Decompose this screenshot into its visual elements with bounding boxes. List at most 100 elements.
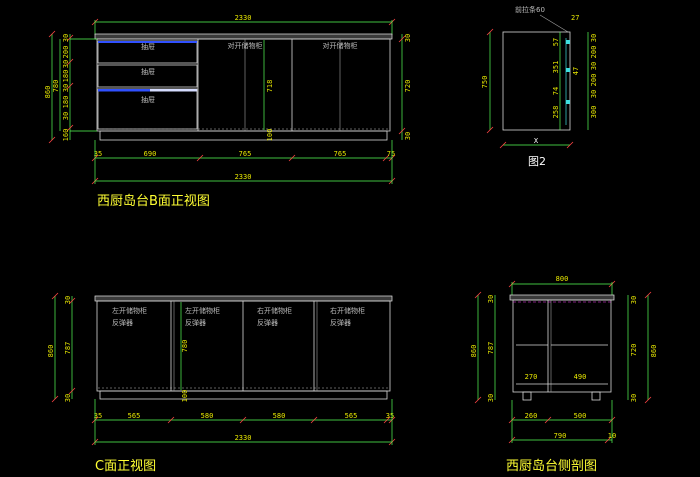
dim-side-right-inner-2: 30: [630, 394, 638, 402]
caption-fig2: 图2: [528, 155, 546, 168]
dim-b-bottom-2: 765: [239, 150, 252, 158]
dim-c-bottom-1: 565: [128, 412, 141, 420]
dim-b-left-inner-2: 30: [62, 60, 70, 68]
label-drawer-2: 抽屉: [141, 67, 155, 76]
view-side-section: 800 270 490 860 30 787 30 30 720 30 860: [470, 275, 658, 474]
dim-fig2-left: 750: [481, 76, 489, 89]
dim-side-bottom-extra: 10: [608, 432, 616, 440]
dim-b-left-mid: 780: [52, 80, 60, 93]
countertop-side: [509, 294, 615, 301]
dim-fig2-right-1: 200: [590, 46, 598, 59]
label-pull-strip: 前拉条60: [515, 5, 545, 14]
dim-fig2-inner-3: 74: [552, 87, 560, 95]
dim-b-top-total: 2330: [235, 14, 252, 22]
dim-c-left-outer: 860: [47, 345, 55, 358]
dim-b-right-1: 720: [404, 80, 412, 93]
label-c-reverse-4: 反弹器: [330, 318, 351, 327]
label-c-right-open-2: 右开储物柜: [330, 306, 365, 315]
label-open-cabinet-2: 对开储物柜: [323, 41, 358, 50]
dim-fig2-width: X: [534, 137, 539, 145]
dim-fig2-top: 27: [571, 14, 579, 22]
dim-c-bottom-4: 565: [345, 412, 358, 420]
plinth-b: [99, 130, 388, 141]
dim-b-left-outer: 860: [44, 86, 52, 99]
countertop: [94, 33, 393, 40]
dim-c-left-inner-0: 30: [64, 296, 72, 304]
drawer-3: [97, 88, 198, 130]
dim-side-bottom-1: 500: [574, 412, 587, 420]
dim-fig2-inner-4: 258: [552, 106, 560, 119]
dim-fig2-right-3: 200: [590, 74, 598, 87]
dim-c-inner-0: 780: [181, 340, 189, 353]
label-c-reverse-1: 反弹器: [112, 318, 133, 327]
dim-c-bottom-5: 35: [386, 412, 394, 420]
label-drawer-1: 抽屉: [141, 42, 155, 51]
dim-c-left-inner-1: 787: [64, 342, 72, 355]
dim-b-left-inner-4: 30: [62, 84, 70, 92]
cabinet-body-b: [96, 38, 391, 132]
label-open-cabinet-1: 对开储物柜: [228, 41, 263, 50]
dim-side-right-inner-1: 720: [630, 344, 638, 357]
dim-side-left-outer: 860: [470, 345, 478, 358]
dim-b-bottom-4: 75: [387, 150, 395, 158]
label-c-right-open-1: 右开储物柜: [257, 306, 292, 315]
countertop-c: [94, 295, 393, 302]
dim-b-left-inner-7: 160: [62, 129, 70, 142]
dim-b-bottom-3: 765: [334, 150, 347, 158]
title-view-c: C面正视图: [95, 459, 156, 474]
dim-c-left-inner-2: 30: [64, 394, 72, 402]
title-view-side: 西厨岛台侧剖图: [506, 458, 597, 474]
dim-c-bottom-3: 580: [273, 412, 286, 420]
dim-fig2-inner-0: 57: [552, 38, 560, 46]
dim-side-inner-1: 490: [574, 373, 587, 381]
dim-b-left-inner-6: 30: [62, 112, 70, 120]
dim-fig2-right-0: 30: [590, 34, 598, 42]
dim-b-right-2: 30: [404, 132, 412, 140]
label-c-reverse-3: 反弹器: [257, 318, 278, 327]
drawer-led-strip-1: [98, 41, 197, 43]
dim-side-inner-0: 270: [525, 373, 538, 381]
dim-b-left-inner-1: 200: [62, 46, 70, 59]
side-plinth-left: [522, 391, 532, 401]
view-c-front-elevation: 左开储物柜 反弹器 左开储物柜 反弹器 右开储物柜 反弹器 右开储物柜 反弹器 …: [47, 292, 396, 474]
dim-b-bottom-total: 2330: [235, 173, 252, 181]
dim-b-inner-0: 718: [266, 80, 274, 93]
dim-c-bottom-0: 35: [94, 412, 102, 420]
dim-c-bottom-total: 2330: [235, 434, 252, 442]
dim-side-left-inner-1: 787: [487, 342, 495, 355]
dim-c-bottom-2: 580: [201, 412, 214, 420]
dim-fig2-right-4: 30: [590, 90, 598, 98]
view-b-front-elevation: 2330 抽屉 抽屉 抽屉 对开储物柜 对开储物柜 718 100: [44, 14, 412, 209]
fig2-body: [502, 31, 571, 131]
dim-side-right-outer: 860: [650, 345, 658, 358]
dim-b-inner-1: 100: [266, 129, 274, 142]
view-fig2-profile: 前拉条60 27 750 57 351 47 74 258 30 200 30 …: [481, 5, 598, 168]
drawer-2: [97, 64, 198, 88]
dim-side-left-inner-2: 30: [487, 394, 495, 402]
dim-b-bottom-1: 690: [144, 150, 157, 158]
dim-side-left-inner-0: 30: [487, 295, 495, 303]
dim-b-right-0: 30: [404, 34, 412, 42]
dim-fig2-right-2: 30: [590, 62, 598, 70]
title-view-b: 西厨岛台B面正视图: [97, 193, 210, 209]
dim-b-bottom-0: 35: [94, 150, 102, 158]
dim-side-top: 800: [556, 275, 569, 283]
dim-fig2-inner-1: 351: [552, 61, 560, 74]
dim-fig2-inner-2: 47: [572, 67, 580, 75]
drawer-led-strip-2: [98, 89, 197, 92]
dim-c-inner-1: 100: [181, 390, 189, 403]
dim-b-left-inner-3: 180: [62, 70, 70, 83]
dim-b-left-inner-0: 30: [62, 34, 70, 42]
label-drawer-3: 抽屉: [141, 95, 155, 104]
dim-side-right-inner-0: 30: [630, 296, 638, 304]
plinth-c: [99, 390, 388, 400]
dim-b-left-inner-5: 180: [62, 96, 70, 109]
label-c-left-open-2: 左开储物柜: [185, 306, 220, 315]
label-c-reverse-2: 反弹器: [185, 318, 206, 327]
side-body: [512, 299, 612, 393]
dim-side-bottom-total: 790: [554, 432, 567, 440]
side-plinth-right: [591, 391, 601, 401]
dim-fig2-right-5: 300: [590, 106, 598, 119]
label-c-left-open-1: 左开储物柜: [112, 306, 147, 315]
